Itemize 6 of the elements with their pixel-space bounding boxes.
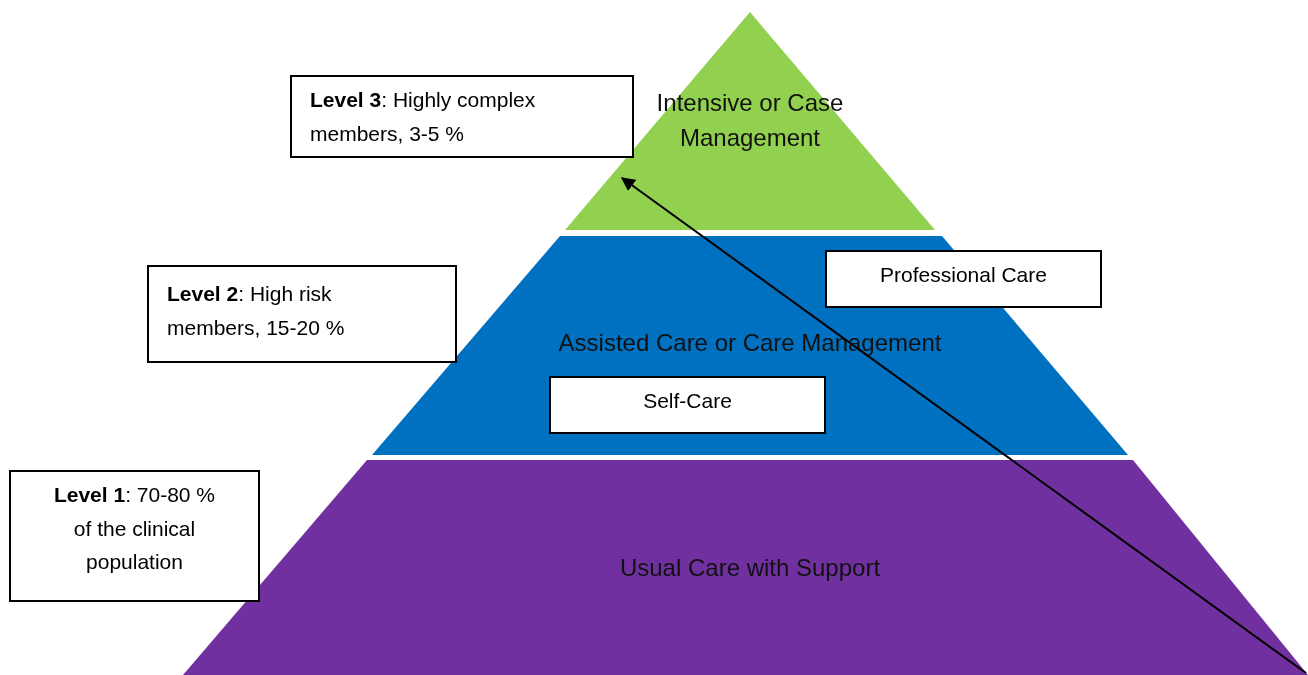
note-box: Level 1: 70-80 % of the clinical population <box>9 470 260 602</box>
arrow <box>620 177 1307 674</box>
note-box: Self-Care <box>549 376 826 434</box>
tier-label: Usual Care with Support <box>618 553 882 583</box>
note-box: Level 2: High risk members, 15-20 % <box>147 265 457 363</box>
note-box: Level 3: Highly complex members, 3-5 % <box>290 75 634 158</box>
